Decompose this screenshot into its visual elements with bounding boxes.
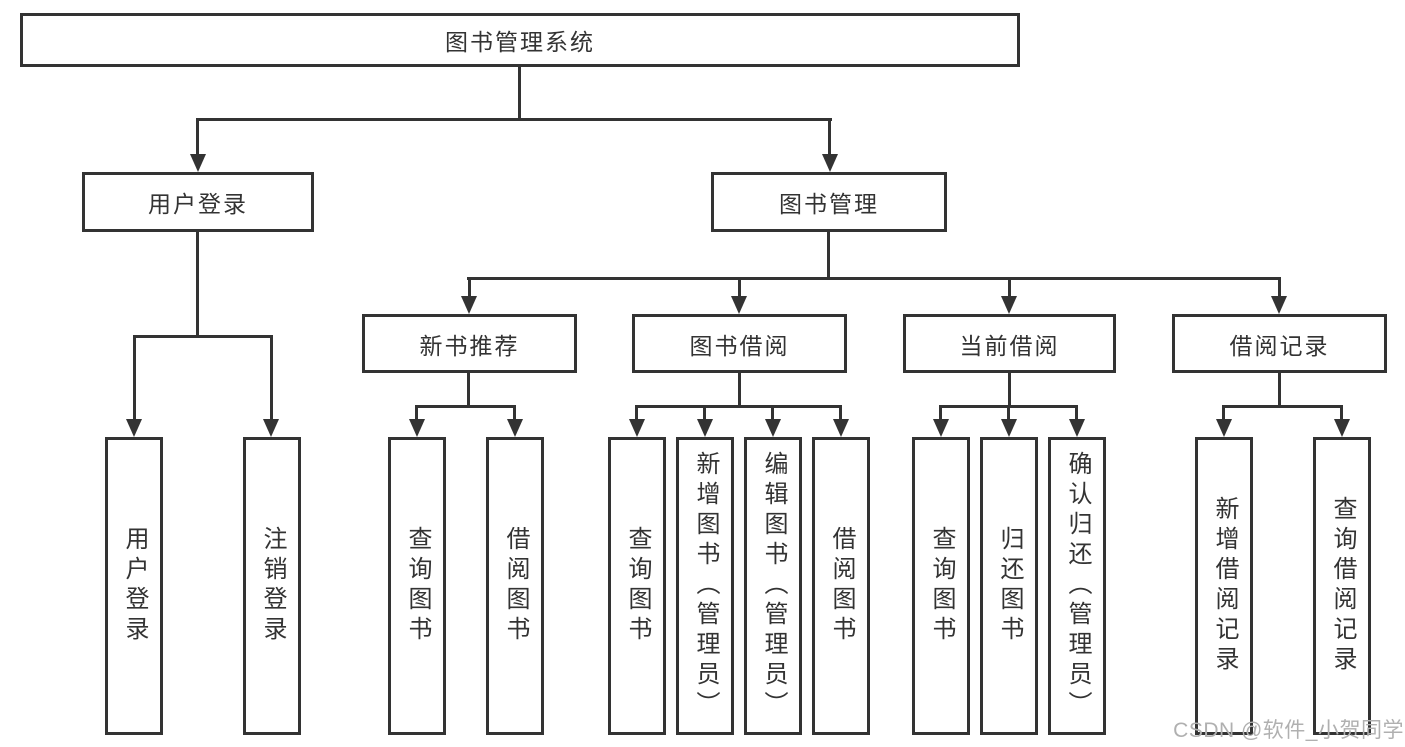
node-current-borrow-label: 当前借阅 bbox=[959, 332, 1060, 359]
leaf-borrow-edit-admin-label: 编辑图书（管理员） bbox=[760, 451, 787, 721]
connector-bookmgmt-drop-2 bbox=[738, 277, 741, 298]
leaf-borrow-add-admin: 新增图书（管理员） bbox=[676, 437, 734, 735]
leaf-records-add-label: 新增借阅记录 bbox=[1211, 496, 1238, 676]
arrow-down-icon bbox=[833, 419, 849, 437]
leaf-newbook-query: 查询图书 bbox=[388, 437, 446, 735]
node-borrow-records-label: 借阅记录 bbox=[1229, 332, 1330, 359]
arrow-down-icon bbox=[263, 419, 279, 437]
connector-newbook-drop-1 bbox=[415, 405, 418, 421]
leaf-borrow-borrow: 借阅图书 bbox=[812, 437, 870, 735]
leaf-records-add: 新增借阅记录 bbox=[1195, 437, 1253, 735]
connector-records-drop-1 bbox=[1222, 405, 1225, 421]
node-root: 图书管理系统 bbox=[20, 13, 1020, 67]
connector-borrow-drop-4 bbox=[839, 405, 842, 421]
node-book-management-branch-label: 图书管理 bbox=[779, 191, 879, 217]
node-borrow-records: 借阅记录 bbox=[1172, 314, 1387, 373]
connector-current-stem bbox=[1008, 373, 1011, 408]
leaf-newbook-borrow: 借阅图书 bbox=[486, 437, 544, 735]
leaf-borrow-edit-admin: 编辑图书（管理员） bbox=[744, 437, 802, 735]
connector-userlogin-bar bbox=[133, 335, 273, 338]
leaf-borrow-borrow-label: 借阅图书 bbox=[828, 526, 855, 646]
leaf-borrow-query-label: 查询图书 bbox=[624, 526, 651, 646]
arrow-down-icon bbox=[1216, 419, 1232, 437]
arrow-down-icon bbox=[822, 154, 838, 172]
connector-records-bar bbox=[1222, 405, 1343, 408]
arrow-down-icon bbox=[1334, 419, 1350, 437]
arrow-down-icon bbox=[409, 419, 425, 437]
connector-current-drop-1 bbox=[939, 405, 942, 421]
arrow-down-icon bbox=[1271, 296, 1287, 314]
arrow-down-icon bbox=[190, 154, 206, 172]
node-user-login-branch-label: 用户登录 bbox=[148, 191, 248, 217]
connector-root-drop-left bbox=[196, 118, 199, 156]
connector-records-drop-2 bbox=[1340, 405, 1343, 421]
connector-userlogin-drop-2 bbox=[270, 335, 273, 421]
arrow-down-icon bbox=[461, 296, 477, 314]
leaf-current-query-label: 查询图书 bbox=[928, 526, 955, 646]
leaf-current-query: 查询图书 bbox=[912, 437, 970, 735]
csdn-watermark: CSDN @软件_小贺同学 bbox=[1173, 719, 1404, 742]
node-book-borrow: 图书借阅 bbox=[632, 314, 847, 373]
connector-borrow-drop-2 bbox=[703, 405, 706, 421]
arrow-down-icon bbox=[697, 419, 713, 437]
connector-bookmgmt-bar bbox=[467, 277, 1281, 280]
connector-current-drop-2 bbox=[1007, 405, 1010, 421]
connector-borrow-bar bbox=[635, 405, 842, 408]
connector-bookmgmt-drop-3 bbox=[1008, 277, 1011, 298]
connector-root-stem bbox=[518, 67, 521, 118]
connector-newbook-stem bbox=[467, 373, 470, 408]
leaf-logout-label: 注销登录 bbox=[259, 526, 286, 646]
leaf-current-confirm-admin-label: 确认归还（管理员） bbox=[1064, 451, 1091, 721]
arrow-down-icon bbox=[1001, 419, 1017, 437]
leaf-borrow-query: 查询图书 bbox=[608, 437, 666, 735]
leaf-user-login: 用户登录 bbox=[105, 437, 163, 735]
arrow-down-icon bbox=[507, 419, 523, 437]
leaf-current-return: 归还图书 bbox=[980, 437, 1038, 735]
arrow-down-icon bbox=[629, 419, 645, 437]
leaf-records-query: 查询借阅记录 bbox=[1313, 437, 1371, 735]
node-book-borrow-label: 图书借阅 bbox=[689, 332, 790, 359]
arrow-down-icon bbox=[1001, 296, 1017, 314]
connector-userlogin-drop-1 bbox=[133, 335, 136, 421]
leaf-borrow-add-admin-label: 新增图书（管理员） bbox=[692, 451, 719, 721]
connector-records-stem bbox=[1278, 373, 1281, 408]
arrow-down-icon bbox=[126, 419, 142, 437]
arrow-down-icon bbox=[731, 296, 747, 314]
arrow-down-icon bbox=[933, 419, 949, 437]
leaf-current-confirm-admin: 确认归还（管理员） bbox=[1048, 437, 1106, 735]
connector-newbook-bar bbox=[415, 405, 516, 408]
node-new-book-recommend-label: 新书推荐 bbox=[419, 332, 520, 359]
connector-bookmgmt-drop-1 bbox=[468, 277, 471, 298]
connector-bookmgmt-drop-4 bbox=[1278, 277, 1281, 298]
leaf-logout: 注销登录 bbox=[243, 437, 301, 735]
connector-borrow-drop-3 bbox=[771, 405, 774, 421]
connector-newbook-drop-2 bbox=[513, 405, 516, 421]
arrow-down-icon bbox=[765, 419, 781, 437]
node-book-management-branch: 图书管理 bbox=[711, 172, 947, 232]
leaf-records-query-label: 查询借阅记录 bbox=[1329, 496, 1356, 676]
leaf-newbook-borrow-label: 借阅图书 bbox=[502, 526, 529, 646]
node-current-borrow: 当前借阅 bbox=[903, 314, 1116, 373]
connector-borrow-stem bbox=[738, 373, 741, 408]
connector-root-bar bbox=[197, 118, 832, 121]
connector-bookmgmt-stem bbox=[827, 232, 830, 280]
connector-borrow-drop-1 bbox=[635, 405, 638, 421]
connector-root-drop-right bbox=[828, 118, 831, 156]
node-new-book-recommend: 新书推荐 bbox=[362, 314, 577, 373]
leaf-newbook-query-label: 查询图书 bbox=[404, 526, 431, 646]
connector-userlogin-stem bbox=[196, 232, 199, 338]
leaf-current-return-label: 归还图书 bbox=[996, 526, 1023, 646]
node-root-label: 图书管理系统 bbox=[445, 29, 595, 55]
connector-current-drop-3 bbox=[1075, 405, 1078, 421]
arrow-down-icon bbox=[1069, 419, 1085, 437]
node-user-login-branch: 用户登录 bbox=[82, 172, 314, 232]
leaf-user-login-label: 用户登录 bbox=[121, 526, 148, 646]
